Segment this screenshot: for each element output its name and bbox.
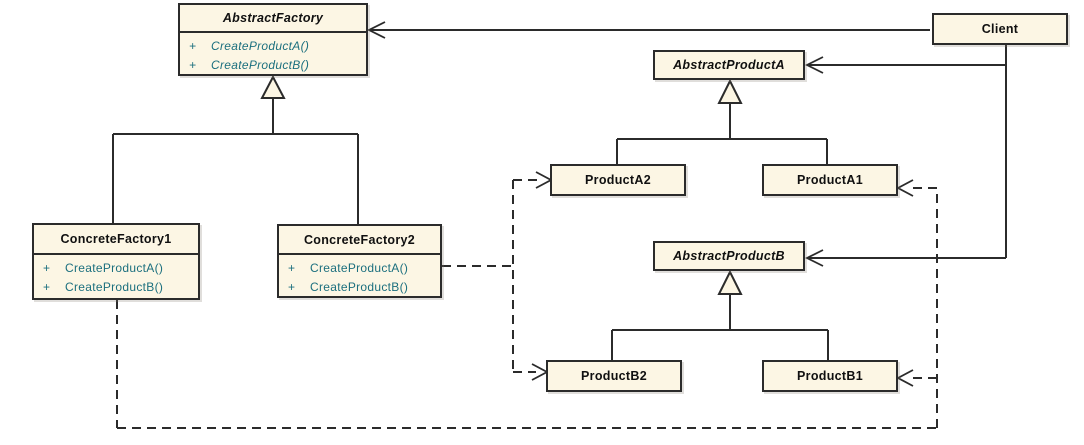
class-box-product-b1: ProductB1 bbox=[762, 360, 898, 392]
client-to-abstract-product-b-association bbox=[804, 249, 1006, 267]
class-box-concrete-factory-2: ConcreteFactory2 + CreateProductA() + Cr… bbox=[277, 224, 442, 298]
class-title: Client bbox=[981, 22, 1019, 36]
method-row: + CreateProductA() bbox=[43, 261, 164, 275]
open-arrowhead-icon bbox=[535, 171, 553, 189]
class-box-concrete-factory-1: ConcreteFactory1 + CreateProductA() + Cr… bbox=[32, 223, 200, 300]
method-row: + CreateProductB() bbox=[288, 280, 409, 294]
class-title: ProductB1 bbox=[797, 369, 863, 383]
class-box-abstract-product-b: AbstractProductB bbox=[653, 241, 805, 271]
class-title: ConcreteFactory2 bbox=[303, 232, 416, 247]
class-title: ConcreteFactory1 bbox=[60, 232, 172, 246]
open-arrowhead-icon bbox=[896, 179, 914, 197]
client-to-abstract-factory-association bbox=[366, 21, 930, 39]
generalization-triangle-icon bbox=[717, 78, 743, 104]
generalization-triangle-icon bbox=[260, 74, 286, 99]
class-title: AbstractProductA bbox=[673, 58, 785, 72]
method-row: + CreateProductA() bbox=[189, 39, 310, 53]
generalization-triangle-icon bbox=[717, 269, 743, 295]
open-arrowhead-icon bbox=[366, 21, 386, 39]
class-title: ProductA2 bbox=[585, 173, 651, 187]
class-box-client: Client bbox=[932, 13, 1068, 45]
method-list: + CreateProductA() + CreateProductB() bbox=[34, 255, 198, 297]
method-row: + CreateProductA() bbox=[288, 261, 409, 275]
compartment-divider bbox=[180, 31, 366, 33]
method-list: + CreateProductA() + CreateProductB() bbox=[180, 33, 366, 75]
class-box-product-a2: ProductA2 bbox=[550, 164, 686, 196]
class-title: AbstractProductB bbox=[673, 249, 785, 263]
class-title: ProductA1 bbox=[797, 173, 863, 187]
open-arrowhead-icon bbox=[804, 249, 824, 267]
class-box-abstract-factory: AbstractFactory + CreateProductA() + Cre… bbox=[178, 3, 368, 76]
class-box-product-a1: ProductA1 bbox=[762, 164, 898, 196]
concrete-factory-2-dependency-path bbox=[442, 171, 553, 381]
method-row: + CreateProductB() bbox=[189, 58, 310, 72]
class-title: AbstractFactory bbox=[222, 11, 324, 25]
client-to-abstract-product-a-association bbox=[804, 56, 1006, 74]
concrete-factories-generalization bbox=[112, 74, 359, 224]
class-title: ProductB2 bbox=[581, 369, 647, 383]
compartment-divider bbox=[34, 253, 198, 255]
open-arrowhead-icon bbox=[896, 369, 914, 387]
class-box-abstract-product-a: AbstractProductA bbox=[653, 50, 805, 80]
concrete-factory-1-dependency-path bbox=[116, 179, 938, 429]
class-box-product-b2: ProductB2 bbox=[546, 360, 682, 392]
compartment-divider bbox=[279, 253, 440, 255]
open-arrowhead-icon bbox=[804, 56, 824, 74]
products-a-generalization bbox=[616, 78, 828, 164]
products-b-generalization bbox=[611, 269, 829, 360]
method-row: + CreateProductB() bbox=[43, 280, 164, 294]
method-list: + CreateProductA() + CreateProductB() bbox=[279, 255, 440, 297]
